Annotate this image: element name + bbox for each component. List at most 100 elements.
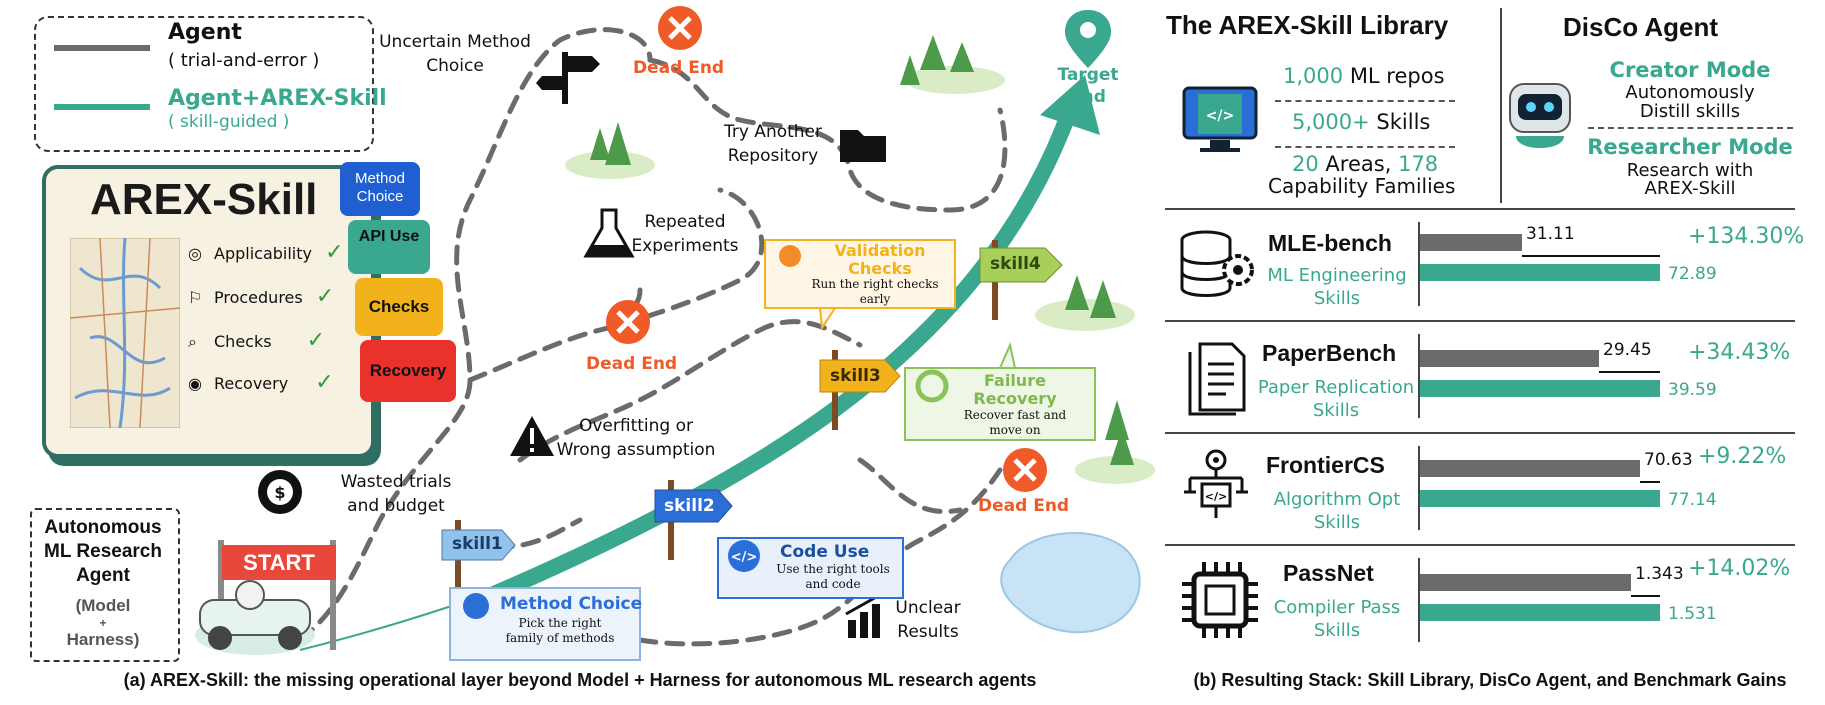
failure-body: Recover fast and move on xyxy=(963,408,1067,437)
compass-icon xyxy=(463,593,489,619)
tree-cluster-2 xyxy=(900,35,1005,94)
areas-text: Areas, xyxy=(1325,152,1392,176)
failure-title: Failure Recovery xyxy=(973,371,1057,408)
bar-arex xyxy=(1420,264,1660,281)
svg-text:$: $ xyxy=(274,483,285,502)
dead-end-label-1: Dead End xyxy=(633,58,725,78)
legend-agent-label: Agent xyxy=(168,20,242,45)
gain-arrow xyxy=(1631,595,1660,597)
try-another-label: Try Another Repository xyxy=(723,122,823,166)
skill1-sign xyxy=(441,520,516,590)
autonomous-line: + xyxy=(99,616,107,630)
book-item-procedures: ⚐Procedures ✓ xyxy=(188,284,334,309)
tab-method-choice: Method Choice xyxy=(340,162,420,216)
bench-gain: +14.02% xyxy=(1688,556,1791,581)
warning-icon xyxy=(510,416,554,456)
skill4-sign xyxy=(979,240,1063,320)
tab-label: Checks xyxy=(368,297,430,316)
creator-mode: Creator Mode xyxy=(1609,58,1771,82)
library-monitor-icon: </> xyxy=(1182,86,1258,152)
gain-arrow xyxy=(1522,255,1660,257)
repos-num: 1,000 xyxy=(1283,64,1344,88)
budget-icon: $ xyxy=(258,470,302,514)
tab-label: Method Choice xyxy=(354,170,406,205)
autonomous-agent-text: Autonomous ML Research Agent (Model + Ha… xyxy=(30,516,176,652)
tree-cluster-3 xyxy=(1035,275,1135,331)
check-icon: ✓ xyxy=(306,328,326,353)
bench-sub: Compiler Pass Skills xyxy=(1273,597,1401,641)
book-item-label: Procedures xyxy=(214,288,303,307)
bar-baseline xyxy=(1420,460,1640,477)
svg-text:</>: </> xyxy=(731,550,758,565)
library-areas: 20 Areas, 178 xyxy=(1292,152,1438,176)
researcher-desc-2: AREX-Skill xyxy=(1644,178,1736,199)
bar-baseline xyxy=(1420,574,1631,591)
bar-axis xyxy=(1418,334,1420,418)
robot-icon xyxy=(1509,83,1571,148)
disco-divider xyxy=(1588,127,1793,129)
document-icon xyxy=(1188,342,1246,416)
researcher-desc-1: Research with xyxy=(1626,160,1754,181)
skill2-label: skill2 xyxy=(664,496,715,516)
code-icon xyxy=(728,540,760,572)
skills-text: Skills xyxy=(1376,110,1431,134)
row-divider xyxy=(1165,432,1795,434)
creator-desc-1: Autonomously xyxy=(1625,82,1755,103)
book-title: AREX-Skill xyxy=(90,175,318,224)
autonomous-line: ML Research xyxy=(44,541,162,562)
library-divider-2 xyxy=(1275,146,1455,148)
chip-icon xyxy=(1182,562,1258,638)
repeated-label: Repeated Experiments xyxy=(631,212,739,256)
dead-end-icon-3 xyxy=(1003,448,1047,492)
results-chart-icon xyxy=(845,594,880,638)
checklist-icon xyxy=(779,245,801,267)
method-body: Pick the right family of methods xyxy=(505,616,615,645)
signpost-icon xyxy=(536,52,600,104)
library-divider-1 xyxy=(1275,100,1455,102)
bench-gain: +134.30% xyxy=(1688,224,1805,249)
gain-arrow xyxy=(1599,371,1660,373)
bar-baseline-label: 31.11 xyxy=(1526,224,1575,244)
dead-end-label-3: Dead End xyxy=(978,496,1070,516)
row-divider xyxy=(1165,544,1795,546)
journey-map: $ </> xyxy=(195,6,1155,661)
bench-gain: +34.43% xyxy=(1688,340,1791,365)
bench-name: MLE-bench xyxy=(1268,230,1392,256)
svg-text:</>: </> xyxy=(1206,108,1235,124)
bar-arex xyxy=(1420,604,1660,621)
skill4-label: skill4 xyxy=(990,254,1041,274)
target-icon: ◎ xyxy=(188,244,202,263)
row-divider xyxy=(1165,320,1795,322)
row-divider xyxy=(1165,208,1795,210)
wasted-label: Wasted trials and budget xyxy=(340,472,452,516)
validation-body: Run the right checks early xyxy=(811,277,939,306)
bar-baseline-label: 70.63 xyxy=(1644,450,1693,470)
bar-axis xyxy=(1418,558,1420,642)
recycle-icon xyxy=(915,369,949,403)
lifebuoy-icon: ◉ xyxy=(188,374,202,393)
target-label: Target End xyxy=(1057,65,1119,107)
tab-api-use: API Use xyxy=(348,220,430,274)
bench-gain: +9.22% xyxy=(1698,444,1787,469)
tab-label: API Use xyxy=(358,228,420,245)
tree-cluster-4 xyxy=(1075,400,1155,484)
autonomous-line: (Model xyxy=(75,596,131,615)
guided-path xyxy=(472,102,1078,608)
bar-baseline-label: 29.45 xyxy=(1603,340,1652,360)
start-label: START xyxy=(243,550,315,575)
skills-num: 5,000+ xyxy=(1292,110,1370,134)
library-skills: 5,000+ Skills xyxy=(1292,110,1430,134)
unclear-label: Unclear Results xyxy=(895,598,961,642)
check-icon: ✓ xyxy=(315,284,335,309)
caption-b: (b) Resulting Stack: Skill Library, DisC… xyxy=(1193,670,1787,690)
gain-arrow xyxy=(1640,481,1660,483)
areas-num: 20 xyxy=(1292,152,1319,176)
algorithm-icon: </> xyxy=(1184,449,1248,518)
failure-callout xyxy=(904,341,1096,441)
check-icon: ✓ xyxy=(325,240,344,265)
bar-baseline xyxy=(1420,234,1522,251)
book-item-label: Applicability xyxy=(214,244,312,263)
tab-recovery: Recovery xyxy=(360,340,456,402)
bar-arex-label: 77.14 xyxy=(1668,490,1717,510)
skill1-label: skill1 xyxy=(452,534,503,554)
